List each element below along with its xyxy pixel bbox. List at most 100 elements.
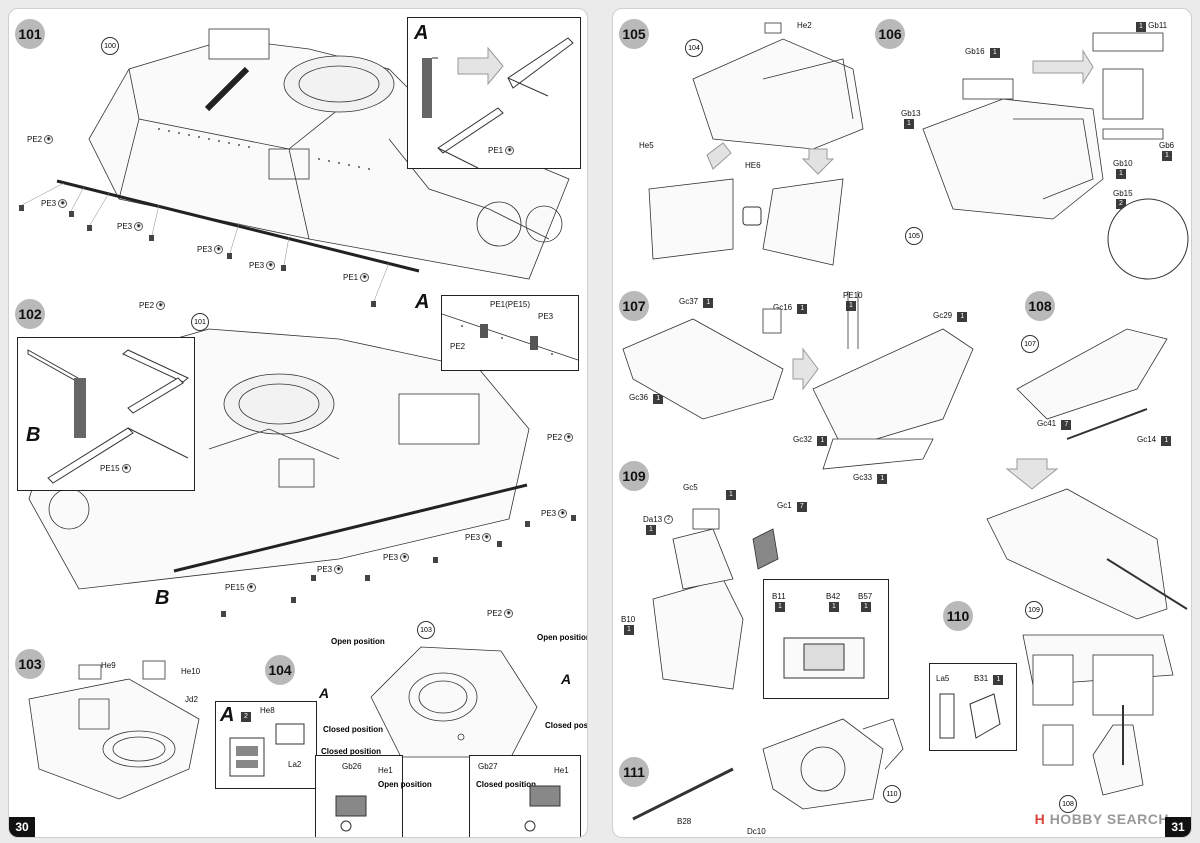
inset-b-letter: B [26, 424, 41, 446]
label-b28: B28 [677, 817, 692, 826]
text-closed-position-4: Closed position [476, 780, 536, 789]
label-he1b: He1 [554, 766, 569, 775]
label-pe15-102: PE15◉ [225, 583, 256, 593]
label-gc5-qty: 1 [723, 489, 736, 500]
label-pe3-102d: PE3◉ [541, 509, 568, 519]
inset-label-pe3: PE3 [538, 312, 554, 321]
step-111-drawing [632, 718, 904, 821]
label-he1a: He1 [378, 766, 393, 775]
inset-a-letter: A [414, 22, 429, 44]
label-b31: B31 1 [974, 674, 1004, 685]
text-closed-position-2: Closed position [321, 747, 381, 756]
page-number-right: 31 [1165, 817, 1191, 837]
label-pe2-102b: PE2◉ [487, 609, 514, 619]
inset-b: B PE15◉ [17, 337, 195, 491]
text-open-position-1: Open position [331, 637, 385, 646]
text-open-position-3: Open position [378, 780, 432, 789]
inset-104-left-drawing [335, 795, 367, 832]
inset-a-pe1: PE1◉ [488, 146, 515, 156]
label-gc36: Gc36 1 [629, 393, 664, 404]
label-gb26: Gb26 [342, 762, 362, 771]
label-gc1: Gc1 7 [777, 501, 807, 512]
inset-104-left: Gb26 He1 Open position [315, 755, 432, 837]
label-he9: He9 [101, 661, 116, 670]
inset-104-right-drawing [524, 785, 561, 832]
step-107-drawing [622, 291, 974, 470]
inset-110-drawing [939, 693, 1001, 739]
step-105-badge: 105 [619, 19, 649, 49]
step-110-drawing [1022, 634, 1174, 796]
label-gc37: Gc37 1 [679, 297, 714, 308]
step-103-drawing [28, 660, 200, 800]
ref-103: 103 [417, 621, 435, 639]
label-pe3-101d: PE3◉ [249, 261, 276, 271]
ref-104: 104 [685, 39, 703, 57]
inset-b-pe15: PE15◉ [100, 464, 131, 474]
label-la5: La5 [936, 674, 950, 683]
text-closed-position-3: Closed position [545, 721, 588, 730]
ref-105: 105 [905, 227, 923, 245]
label-pe3-101c: PE3◉ [197, 245, 224, 255]
step-108-drawing [986, 328, 1188, 620]
label-dc10: Dc10 [747, 827, 766, 836]
step-106-badge: 106 [875, 19, 905, 49]
label-jd2: Jd2 [185, 695, 198, 704]
label-pe2-101a: PE2◉ [27, 135, 54, 145]
label-gb11: 1 Gb11 [1133, 21, 1167, 32]
label-gc16: Gc16 1 [773, 303, 808, 314]
callout-b-102: B [155, 587, 170, 609]
step-101-hull-drawing [19, 28, 570, 307]
right-page: 105 104 He2 He5 HE6 106 1 Gb11 Gb16 1 Gb… [612, 8, 1192, 838]
label-pe3-102c: PE3◉ [465, 533, 492, 543]
inset-104a-letter: A [220, 704, 235, 726]
inset-104-right: Gb27 He1 Closed position [469, 755, 581, 837]
inset-104a-qty: 2 [241, 712, 251, 722]
step-104-turret-drawing [370, 646, 538, 758]
label-gc29: Gc29 1 [933, 311, 968, 322]
ref-100: 100 [101, 37, 119, 55]
label-pe2-102a: PE2◉ [547, 433, 574, 443]
ref-108: 108 [1059, 795, 1077, 813]
label-pe2-101b: PE2◉ [139, 301, 166, 311]
label-he10: He10 [181, 667, 201, 676]
inset-pe-drawing [441, 313, 579, 361]
step-103-badge: 103 [15, 649, 45, 679]
label-gc41: Gc41 7 [1037, 419, 1072, 430]
inset-110: La5 B31 1 [929, 663, 1017, 751]
label-gc14: Gc14 1 [1137, 435, 1172, 446]
label-pe3-101a: PE3◉ [41, 199, 68, 209]
step-111-badge: 111 [619, 757, 649, 787]
step-110-badge: 110 [943, 601, 973, 631]
step-106-drawing [922, 32, 1189, 280]
label-he2: He2 [797, 21, 812, 30]
callout-a-104b: A [561, 671, 572, 687]
text-open-position-2: Open position [537, 633, 588, 642]
inset-pe1-pe15: PE1(PE15) PE3 PE2 [441, 295, 579, 371]
inset-label-pe2: PE2 [450, 342, 466, 351]
label-he8: He8 [260, 706, 275, 715]
label-pe3-101b: PE3◉ [117, 222, 144, 232]
label-gc32: Gc32 1 [793, 435, 828, 446]
ref-107: 107 [1021, 335, 1039, 353]
watermark: H HOBBY SEARCH [1034, 811, 1169, 827]
ref-101: 101 [191, 313, 209, 331]
step-105-drawing [648, 22, 864, 266]
ref-109: 109 [1025, 601, 1043, 619]
inset-104a-drawing [229, 723, 305, 777]
inset-label-pe1pe15: PE1(PE15) [490, 300, 531, 309]
label-gc5: Gc5 [683, 483, 698, 492]
inset-a-drawing [422, 37, 574, 169]
label-he6: HE6 [745, 161, 761, 170]
step-107-badge: 107 [619, 291, 649, 321]
label-pe3-102b: PE3◉ [383, 553, 410, 563]
label-he5: He5 [639, 141, 654, 150]
